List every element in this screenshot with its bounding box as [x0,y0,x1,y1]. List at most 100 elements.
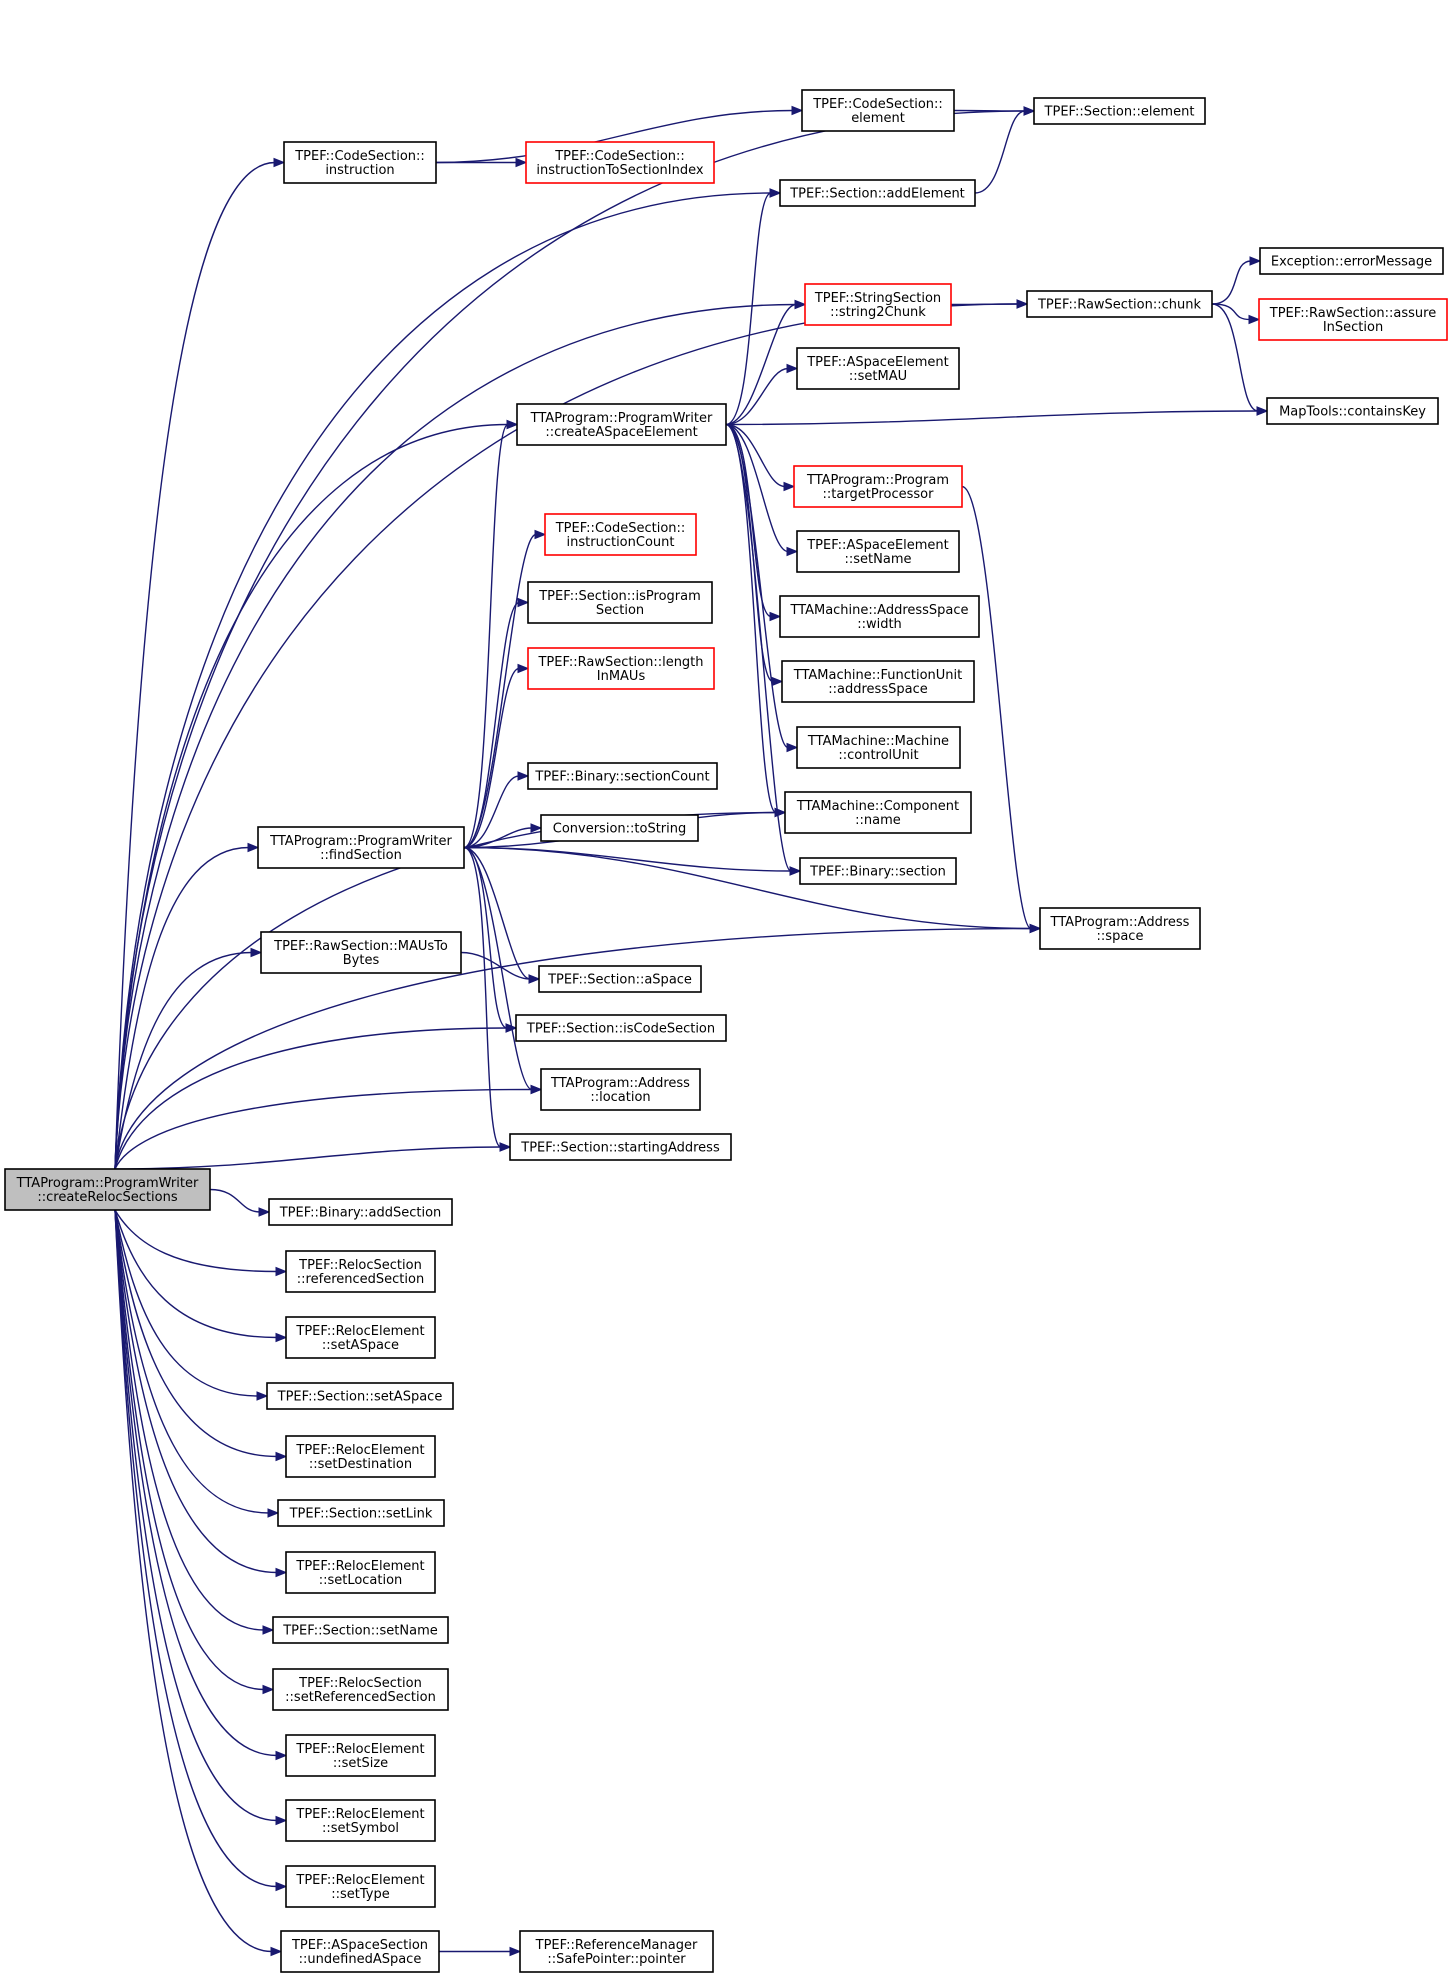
node-addressSpace[interactable]: TTAProgram::Address::space [1039,907,1201,950]
edge-line [463,846,1032,930]
node-rawChunk[interactable]: TPEF::RawSection::chunk [1026,290,1213,318]
node-instructionCount[interactable]: TPEF::CodeSection::instructionCount [544,513,697,556]
node-sectionElement[interactable]: TPEF::Section::element [1033,97,1206,125]
edge-findSection-to-binarySection [463,846,802,876]
node-label: TPEF::CodeSection:: [812,97,943,112]
node-aspaceSetName[interactable]: TPEF::ASpaceElement::setName [796,530,960,573]
node-label: TPEF::Section::isCodeSection [526,1022,715,1037]
node-box [268,1198,453,1226]
node-sectionSetASpace[interactable]: TPEF::Section::setASpace [266,1382,454,1410]
node-addressSpaceWidth[interactable]: TTAMachine::AddressSpace::width [779,595,980,638]
node-startingAddress[interactable]: TPEF::Section::startingAddress [509,1133,732,1161]
node-createRelocSections[interactable]: TTAProgram::ProgramWriter::createRelocSe… [4,1168,211,1211]
edge-findSection-to-addressSpace [463,846,1042,934]
node-box [538,965,702,993]
edge-createRelocSections-to-sectionSetName [114,1209,275,1635]
edge-arrowhead [275,1332,288,1343]
edge-createASpaceElement-to-targetProcessor [725,423,796,492]
node-setDestination[interactable]: TPEF::RelocElement::setDestination [285,1435,436,1478]
edge-arrowhead [267,1508,280,1518]
edge-line [725,410,1259,426]
node-setMAU[interactable]: TPEF::ASpaceElement::setMAU [796,347,960,390]
node-setLink[interactable]: TPEF::Section::setLink [277,1499,445,1527]
node-label: TTAMachine::Machine [807,734,949,749]
node-containsKey[interactable]: MapTools::containsKey [1266,397,1439,425]
node-referencedSection[interactable]: TPEF::RelocSection::referencedSection [285,1250,436,1293]
node-sectionCount[interactable]: TPEF::Binary::sectionCount [527,762,718,790]
node-createASpaceElement[interactable]: TTAProgram::ProgramWriter::createASpaceE… [516,403,727,446]
node-box [285,1734,436,1777]
node-label: ::SafePointer::pointer [547,1952,686,1967]
edge-line [1211,303,1259,412]
node-addSection[interactable]: TPEF::Binary::addSection [268,1198,453,1226]
edge-createRelocSections-to-startingAddress [114,1142,512,1170]
node-errorMessage[interactable]: Exception::errorMessage [1259,247,1444,275]
edge-createASpaceElement-to-addElement [725,188,782,426]
edge-arrowhead [1016,299,1029,309]
node-label: TPEF::RawSection::assure [1269,306,1436,321]
edge-line [114,927,1032,1170]
node-label: ::findSection [320,848,402,863]
node-sectionASpace[interactable]: TPEF::Section::aSpace [538,965,702,993]
edge-line [435,109,794,164]
edge-arrowhead [515,157,528,168]
node-layer: TTAProgram::ProgramWriter::createRelocSe… [4,89,1448,1973]
edge-createRelocSections-to-setLink [114,1209,280,1518]
node-instructionToSectionIndex[interactable]: TPEF::CodeSection::instructionToSectionI… [525,141,715,184]
node-targetProcessor[interactable]: TTAProgram::Program::targetProcessor [793,465,963,508]
node-setSymbol[interactable]: TPEF::RelocElement::setSymbol [285,1799,436,1842]
node-label: ::undefinedASpace [299,1952,422,1967]
node-setSize[interactable]: TPEF::RelocElement::setSize [285,1734,436,1777]
node-safePointer[interactable]: TPEF::ReferenceManager::SafePointer::poi… [519,1930,714,1973]
node-binarySection[interactable]: TPEF::Binary::section [799,857,957,885]
edge-arrowhead [789,866,802,876]
edge-arrowhead [791,105,804,116]
edge-createRelocSections-to-setDestination [114,1209,288,1462]
node-label: InSection [1323,320,1383,335]
edge-line [114,1209,270,1514]
node-addElement[interactable]: TPEF::Section::addElement [779,179,976,207]
node-label: TPEF::RelocElement [295,1559,424,1574]
node-controlUnit[interactable]: TTAMachine::Machine::controlUnit [796,726,961,769]
node-box [285,1799,436,1842]
node-addressLocation[interactable]: TTAProgram::Address::location [540,1068,701,1111]
edge-arrowhead [794,299,807,310]
edge-arrowhead [769,611,782,622]
node-fuAddressSpace[interactable]: TTAMachine::FunctionUnit::addressSpace [781,660,975,703]
node-label: ::space [1097,929,1144,944]
node-label: TPEF::Binary::addSection [279,1206,442,1221]
edge-createRelocSections-to-codeSectionInstruction [114,157,286,1170]
node-label: TPEF::StringSection [814,291,941,306]
node-setLocation[interactable]: TPEF::RelocElement::setLocation [285,1551,436,1594]
node-componentName[interactable]: TTAMachine::Component::name [784,791,972,834]
node-toString[interactable]: Conversion::toString [540,814,699,842]
node-string2Chunk[interactable]: TPEF::StringSection::string2Chunk [804,283,952,326]
node-box [285,1551,436,1594]
node-codeSectionElement[interactable]: TPEF::CodeSection::element [801,89,955,132]
edge-line [114,846,250,1170]
node-codeSectionInstruction[interactable]: TPEF::CodeSection::instruction [283,141,437,184]
edge-arrowhead [517,597,530,608]
edge-createRelocSections-to-setSymbol [114,1209,288,1826]
node-label: TPEF::RelocElement [295,1742,424,1757]
node-isCodeSection[interactable]: TPEF::Section::isCodeSection [515,1014,727,1042]
node-label: TPEF::RawSection::MAUsTo [273,939,448,954]
node-sectionSetName[interactable]: TPEF::Section::setName [272,1616,449,1644]
node-label: TPEF::RelocElement [295,1443,424,1458]
node-findSection[interactable]: TTAProgram::ProgramWriter::findSection [257,826,465,869]
edge-createRelocSections-to-setReferencedSection [114,1209,275,1695]
edge-arrowhead [250,947,263,958]
node-box [1039,907,1201,950]
node-label: TPEF::ASpaceElement [806,538,949,553]
node-box [804,283,952,326]
node-setReferencedSection[interactable]: TPEF::RelocSection::setReferencedSection [272,1668,449,1711]
node-box [793,465,963,508]
node-setType[interactable]: TPEF::RelocElement::setType [285,1865,436,1908]
node-undefinedASpace[interactable]: TPEF::ASpaceSection::undefinedASpace [280,1930,440,1973]
node-relocSetASpace[interactable]: TPEF::RelocElement::setASpace [285,1316,436,1359]
